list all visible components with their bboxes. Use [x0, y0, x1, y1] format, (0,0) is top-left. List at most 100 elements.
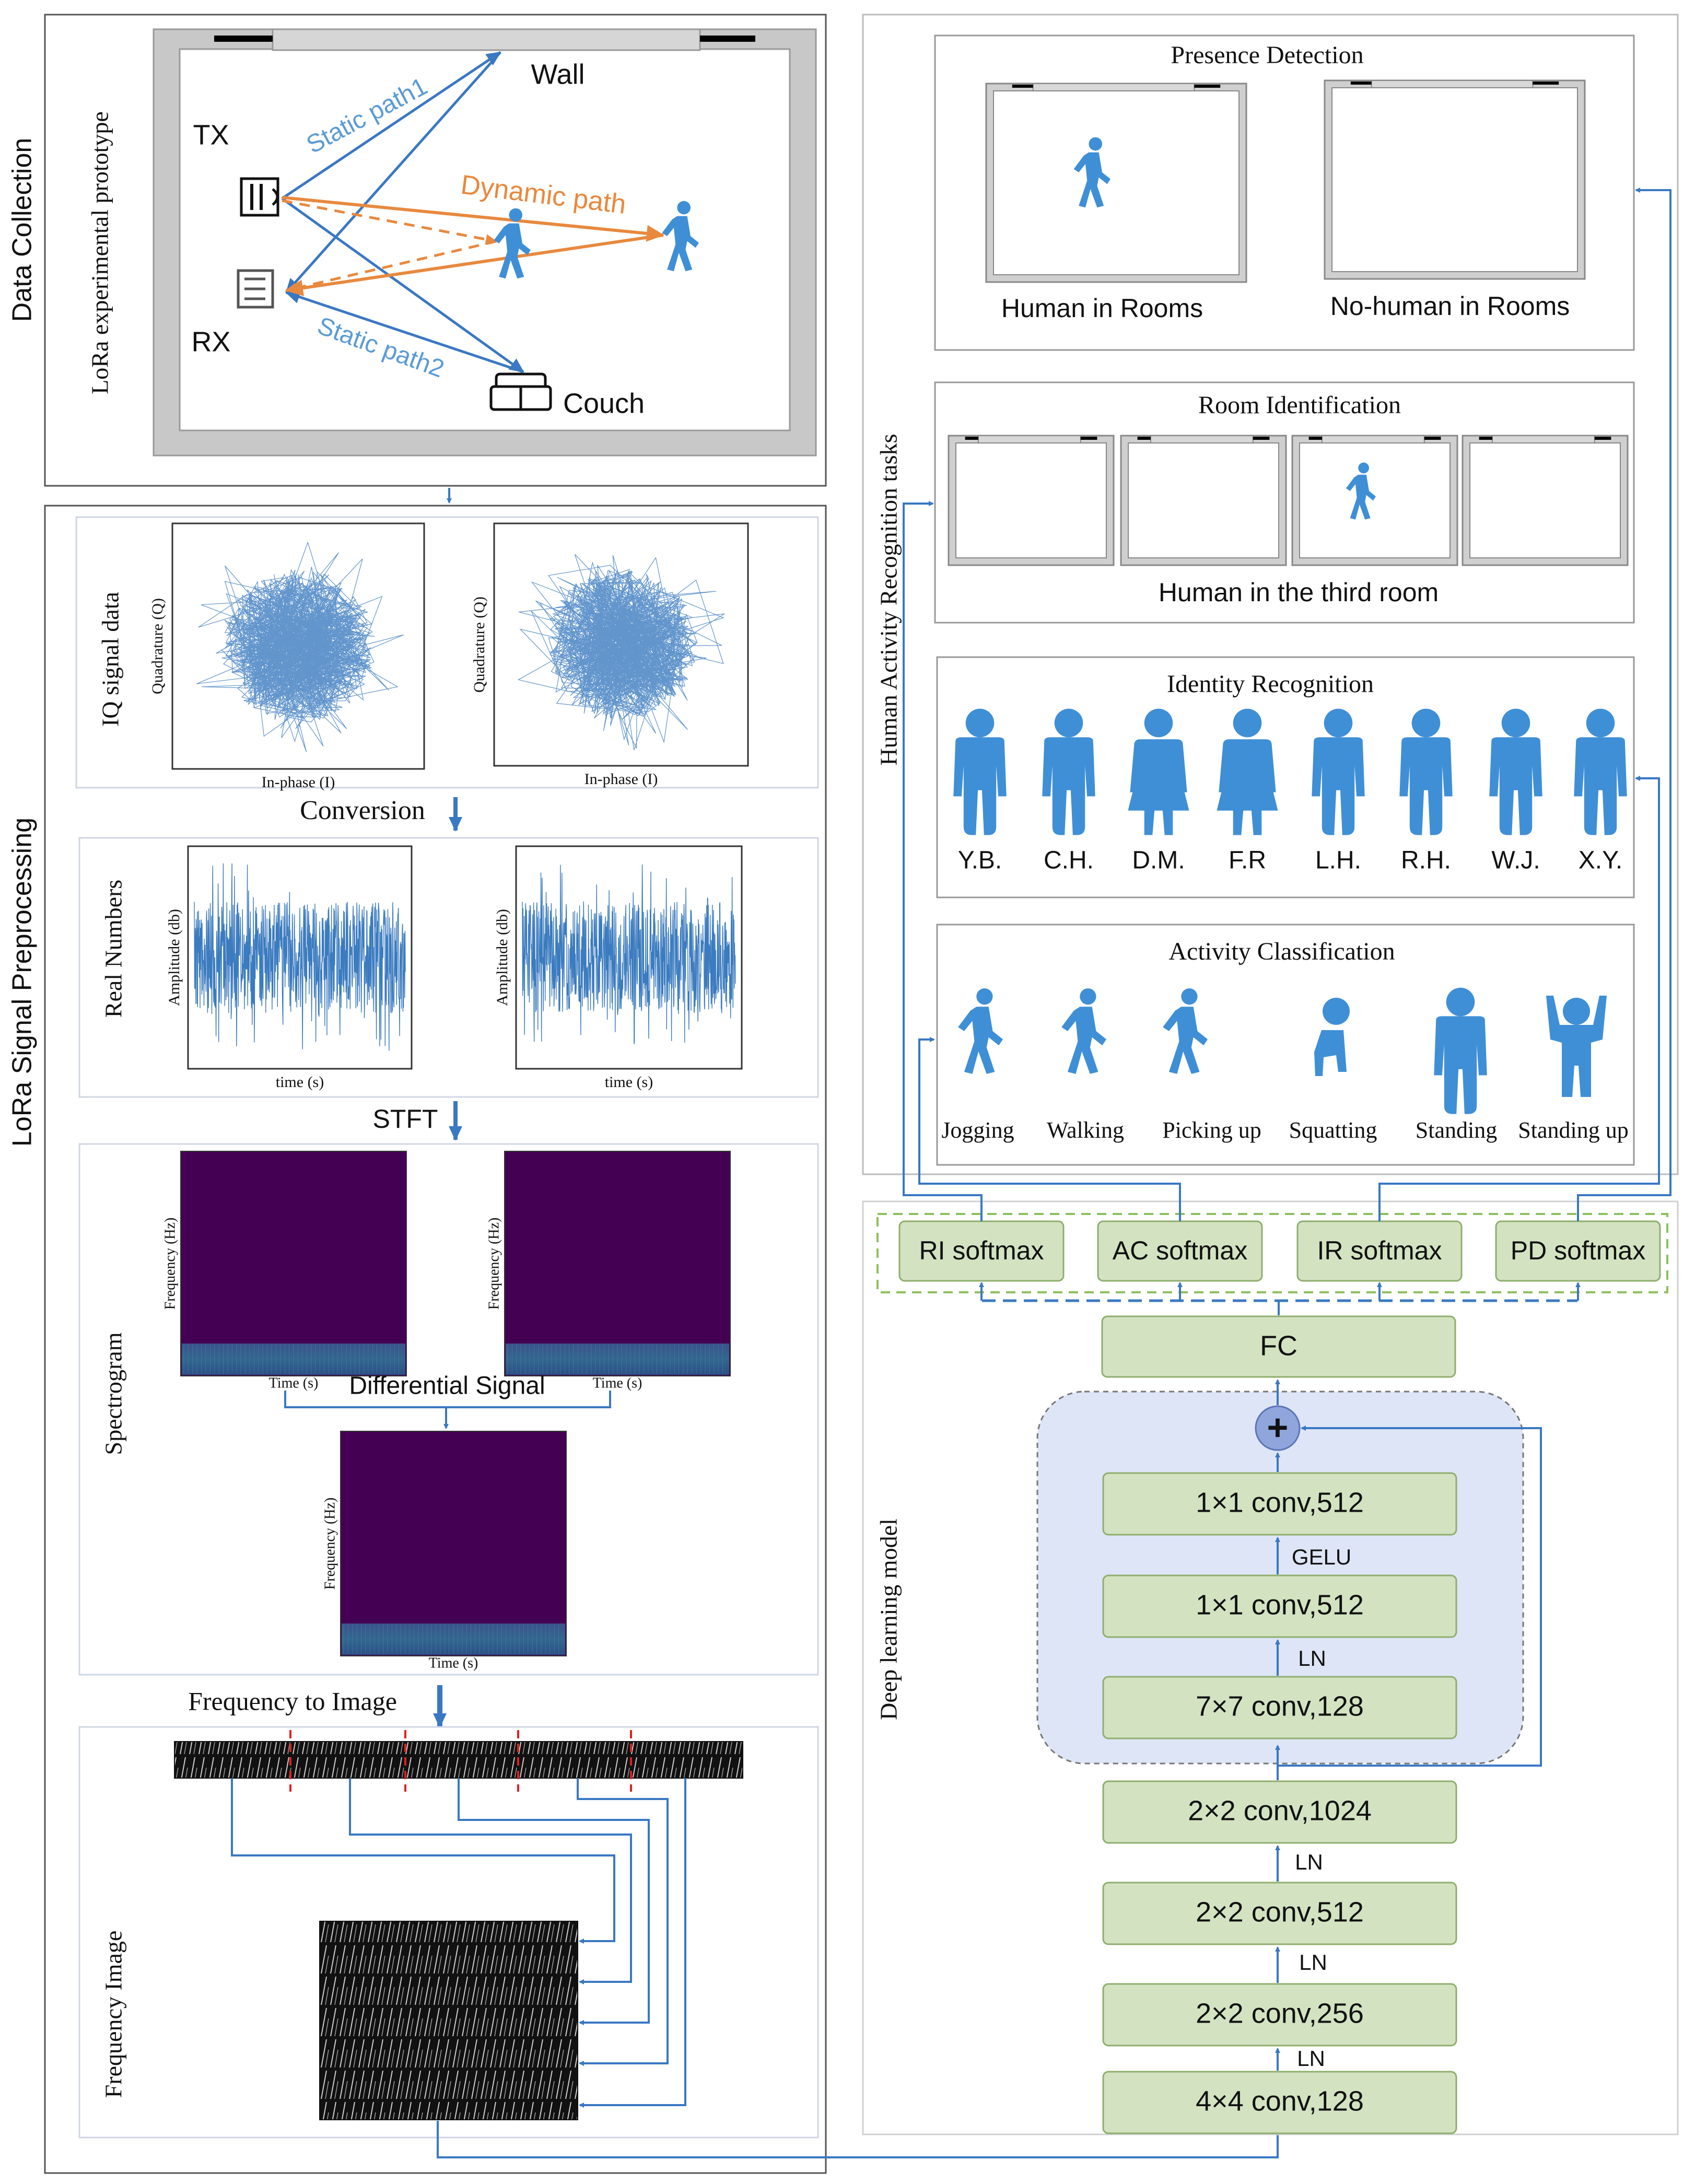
block-conv-label-3: 7×7 conv,128 [1196, 1690, 1364, 1722]
room-1 [948, 435, 1115, 566]
block-conv-3 [1102, 1676, 1457, 1739]
presence-room-human-floor [993, 90, 1240, 275]
identity-name-7: W.J. [1491, 847, 1540, 874]
rx-gateway-icon [237, 269, 274, 309]
standup-body [1546, 996, 1607, 1097]
iq-plot-left-x-axis: In-phase (I) [262, 774, 335, 791]
presence-human-label: Human in Rooms [1001, 294, 1203, 323]
room-1-floor [955, 442, 1107, 558]
standup-head [1563, 998, 1590, 1025]
identity-name-2: C.H. [1044, 847, 1094, 874]
ri-route [903, 501, 983, 1221]
preprocessing-title: LoRa Signal Preprocessing [7, 817, 38, 1147]
spectrogram-left-x-axis: Time (s) [269, 1375, 319, 1391]
static-path1-back [285, 51, 501, 294]
spectrogram-right: Time (s) Frequency (Hz) [486, 1151, 731, 1391]
iq-row-label: IQ signal data [97, 592, 124, 727]
segment-route-5 [579, 1778, 686, 2108]
activity-name-5: Standing [1416, 1117, 1497, 1143]
amplitude-plot-right-x-axis: time (s) [605, 1073, 653, 1091]
iq-plot-right-y-axis: Quadrature (Q) [471, 597, 488, 693]
presence-room-human-window [1032, 83, 1195, 91]
dynamic-path-back [285, 233, 664, 297]
iq-plot-right-x-axis: In-phase (I) [585, 770, 658, 788]
tx-router-icon [240, 177, 279, 217]
frequency-image-row-label: Frequency Image [100, 1931, 127, 2098]
softmax-head-label-2: AC softmax [1113, 1236, 1247, 1265]
softmax-head-label-4: PD softmax [1511, 1236, 1645, 1265]
activity-name-6: Standing up [1518, 1117, 1628, 1143]
activity-name-2: Walking [1047, 1117, 1124, 1143]
residual-add-symbol: + [1267, 1407, 1289, 1447]
amplitude-plot-right: time (s)Amplitude (db) [494, 845, 743, 1091]
amplitude-plot-right-trace [522, 864, 736, 1044]
rx-label: RX [191, 326, 230, 357]
spectrogram-differential-image [340, 1431, 567, 1656]
room-4 [1462, 435, 1629, 566]
stem-conv-1 [1102, 1780, 1457, 1844]
identity-name-8: X.Y. [1579, 847, 1623, 874]
block-conv-1 [1102, 1472, 1457, 1536]
tx-router-wave [272, 188, 279, 206]
pd-route [1577, 188, 1671, 1221]
presence-room-empty [1324, 79, 1586, 280]
segment-route-1 [231, 1778, 615, 1944]
tx-label: TX [193, 119, 229, 150]
block-conv-label-2: 1×1 conv,512 [1196, 1589, 1364, 1620]
segment-route-3 [458, 1778, 650, 2025]
activity-standing-up-icon [1546, 996, 1607, 1097]
spectrogram-left-image [180, 1151, 407, 1376]
frequency-image-subpanel [78, 1726, 819, 2139]
fc-box [1101, 1315, 1456, 1378]
activity-squatting-icon [1314, 998, 1350, 1076]
room-id-title: Room Identification [1198, 391, 1401, 419]
prototype-label: LoRa experimental prototype [87, 111, 113, 394]
iq-plot-right: In-phase (I) Quadrature (Q) [471, 522, 749, 788]
model-title: Deep learning model [875, 1519, 902, 1720]
couch-label: Couch [563, 388, 645, 419]
stem-act-label-1: LN [1295, 1850, 1323, 1874]
spectrogram-right-x-axis: Time (s) [593, 1375, 642, 1391]
room-floor [179, 48, 791, 431]
spectrogram-right-y-axis: Frequency (Hz) [486, 1218, 502, 1310]
presence-title: Presence Detection [1171, 41, 1363, 69]
static-path2-out [281, 197, 524, 373]
spectrogram-differential: Time (s) Frequency (Hz) [322, 1431, 567, 1671]
dynamic-path-short-back [285, 240, 497, 294]
spectrogram-differential-y-axis: Frequency (Hz) [322, 1498, 338, 1590]
room-1-window [977, 435, 1081, 443]
amplitude-plot-left: time (s)Amplitude (db) [166, 845, 413, 1091]
room-3-floor [1299, 442, 1451, 558]
stem-conv-label-1: 2×2 conv,1024 [1188, 1795, 1372, 1826]
spectrogram-differential-x-axis: Time (s) [429, 1655, 478, 1671]
stem-conv-3 [1102, 1983, 1457, 2047]
identity-title: Identity Recognition [1167, 670, 1374, 698]
activity-panel [936, 924, 1635, 1166]
amplitude-plot-left-x-axis: time (s) [276, 1073, 324, 1091]
room-2-floor [1128, 442, 1279, 558]
iq-plot-left: In-phase (I) Quadrature (Q) [149, 522, 425, 791]
iq-plot-left-y-axis: Quadrature (Q) [149, 598, 166, 694]
differential-signal-label: Differential Signal [349, 1372, 545, 1400]
block-conv-2 [1102, 1574, 1457, 1638]
iq-plot-left-trace [196, 541, 404, 752]
real-row-label: Real Numbers [100, 880, 127, 1018]
room-4-floor [1469, 442, 1621, 558]
stem-act-label-3: LN [1297, 2046, 1325, 2071]
spectrogram-right-image [504, 1151, 731, 1376]
stft-label: STFT [373, 1104, 438, 1134]
spectrogram-left: Time (s) Frequency (Hz) [162, 1151, 407, 1391]
stem-conv-label-2: 2×2 conv,512 [1196, 1896, 1364, 1928]
static-path1-out [281, 51, 501, 200]
softmax-head-label-3: IR softmax [1317, 1236, 1442, 1265]
identity-name-6: R.H. [1401, 847, 1451, 874]
spectrogram-left-y-axis: Frequency (Hz) [162, 1218, 178, 1310]
frequency-strip [174, 1741, 743, 1779]
identity-name-5: L.H. [1315, 847, 1361, 874]
frequency-to-image-label: Frequency to Image [188, 1686, 397, 1715]
segment-route-4 [577, 1778, 669, 2066]
identity-name-3: D.M. [1132, 847, 1185, 874]
tasks-title: Human Activity Recognition tasks [875, 434, 902, 766]
